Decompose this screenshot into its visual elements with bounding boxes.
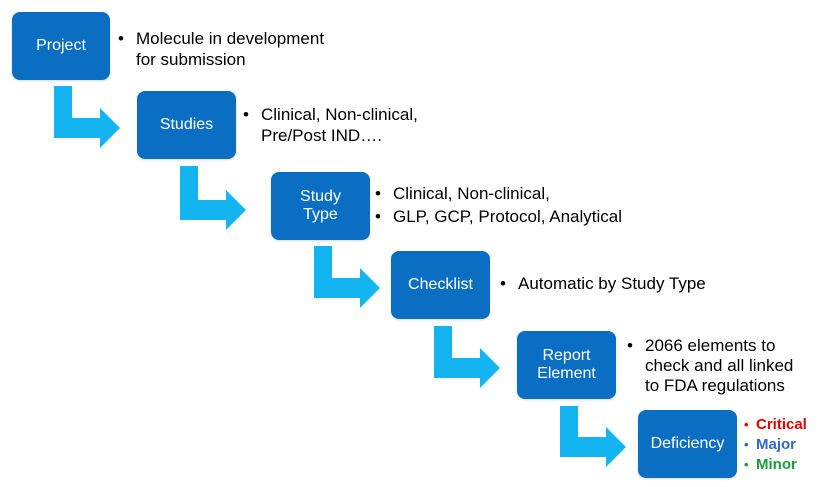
step-box-checklist: Checklist xyxy=(391,251,490,319)
studies-notes: Clinical, Non-clinical, Pre/Post IND…. xyxy=(241,104,418,146)
severity-critical: Critical xyxy=(744,415,807,435)
step-label-deficiency: Deficiency xyxy=(650,435,725,452)
checklist-notes: Automatic by Study Type xyxy=(498,273,706,294)
arrow-report-element-to-deficiency xyxy=(560,406,626,467)
report-element-note: 2066 elements to check and all linked to… xyxy=(625,336,793,396)
arrow-studies-to-study-type xyxy=(180,166,246,230)
report-element-notes: 2066 elements to check and all linked to… xyxy=(625,336,793,396)
step-box-report-element: Report Element xyxy=(517,331,616,399)
step-box-deficiency: Deficiency xyxy=(638,410,737,478)
study-type-notes: Clinical, Non-clinical, GLP, GCP, Protoc… xyxy=(373,182,622,228)
severity-minor: Minor xyxy=(744,455,807,475)
study-type-note: GLP, GCP, Protocol, Analytical xyxy=(373,205,622,228)
project-note: Molecule in development for submission xyxy=(116,28,324,70)
step-label-report-element: Report Element xyxy=(537,347,596,382)
deficiency-severity-list: Critical Major Minor xyxy=(744,415,807,475)
arrow-project-to-studies xyxy=(54,86,120,148)
step-label-checklist: Checklist xyxy=(408,276,473,293)
severity-major: Major xyxy=(744,435,807,455)
step-box-studies: Studies xyxy=(137,91,236,159)
step-box-study-type: Study Type xyxy=(271,172,370,240)
project-notes: Molecule in development for submission xyxy=(116,28,324,70)
studies-note: Clinical, Non-clinical, Pre/Post IND…. xyxy=(241,104,418,146)
study-type-note: Clinical, Non-clinical, xyxy=(373,182,622,205)
step-label-study-type: Study Type xyxy=(300,188,341,223)
arrow-checklist-to-report-element xyxy=(434,326,500,388)
step-box-project: Project xyxy=(12,12,110,80)
arrow-study-type-to-checklist xyxy=(314,246,380,308)
step-label-studies: Studies xyxy=(159,116,214,133)
step-label-project: Project xyxy=(36,37,86,54)
checklist-note: Automatic by Study Type xyxy=(498,273,706,294)
